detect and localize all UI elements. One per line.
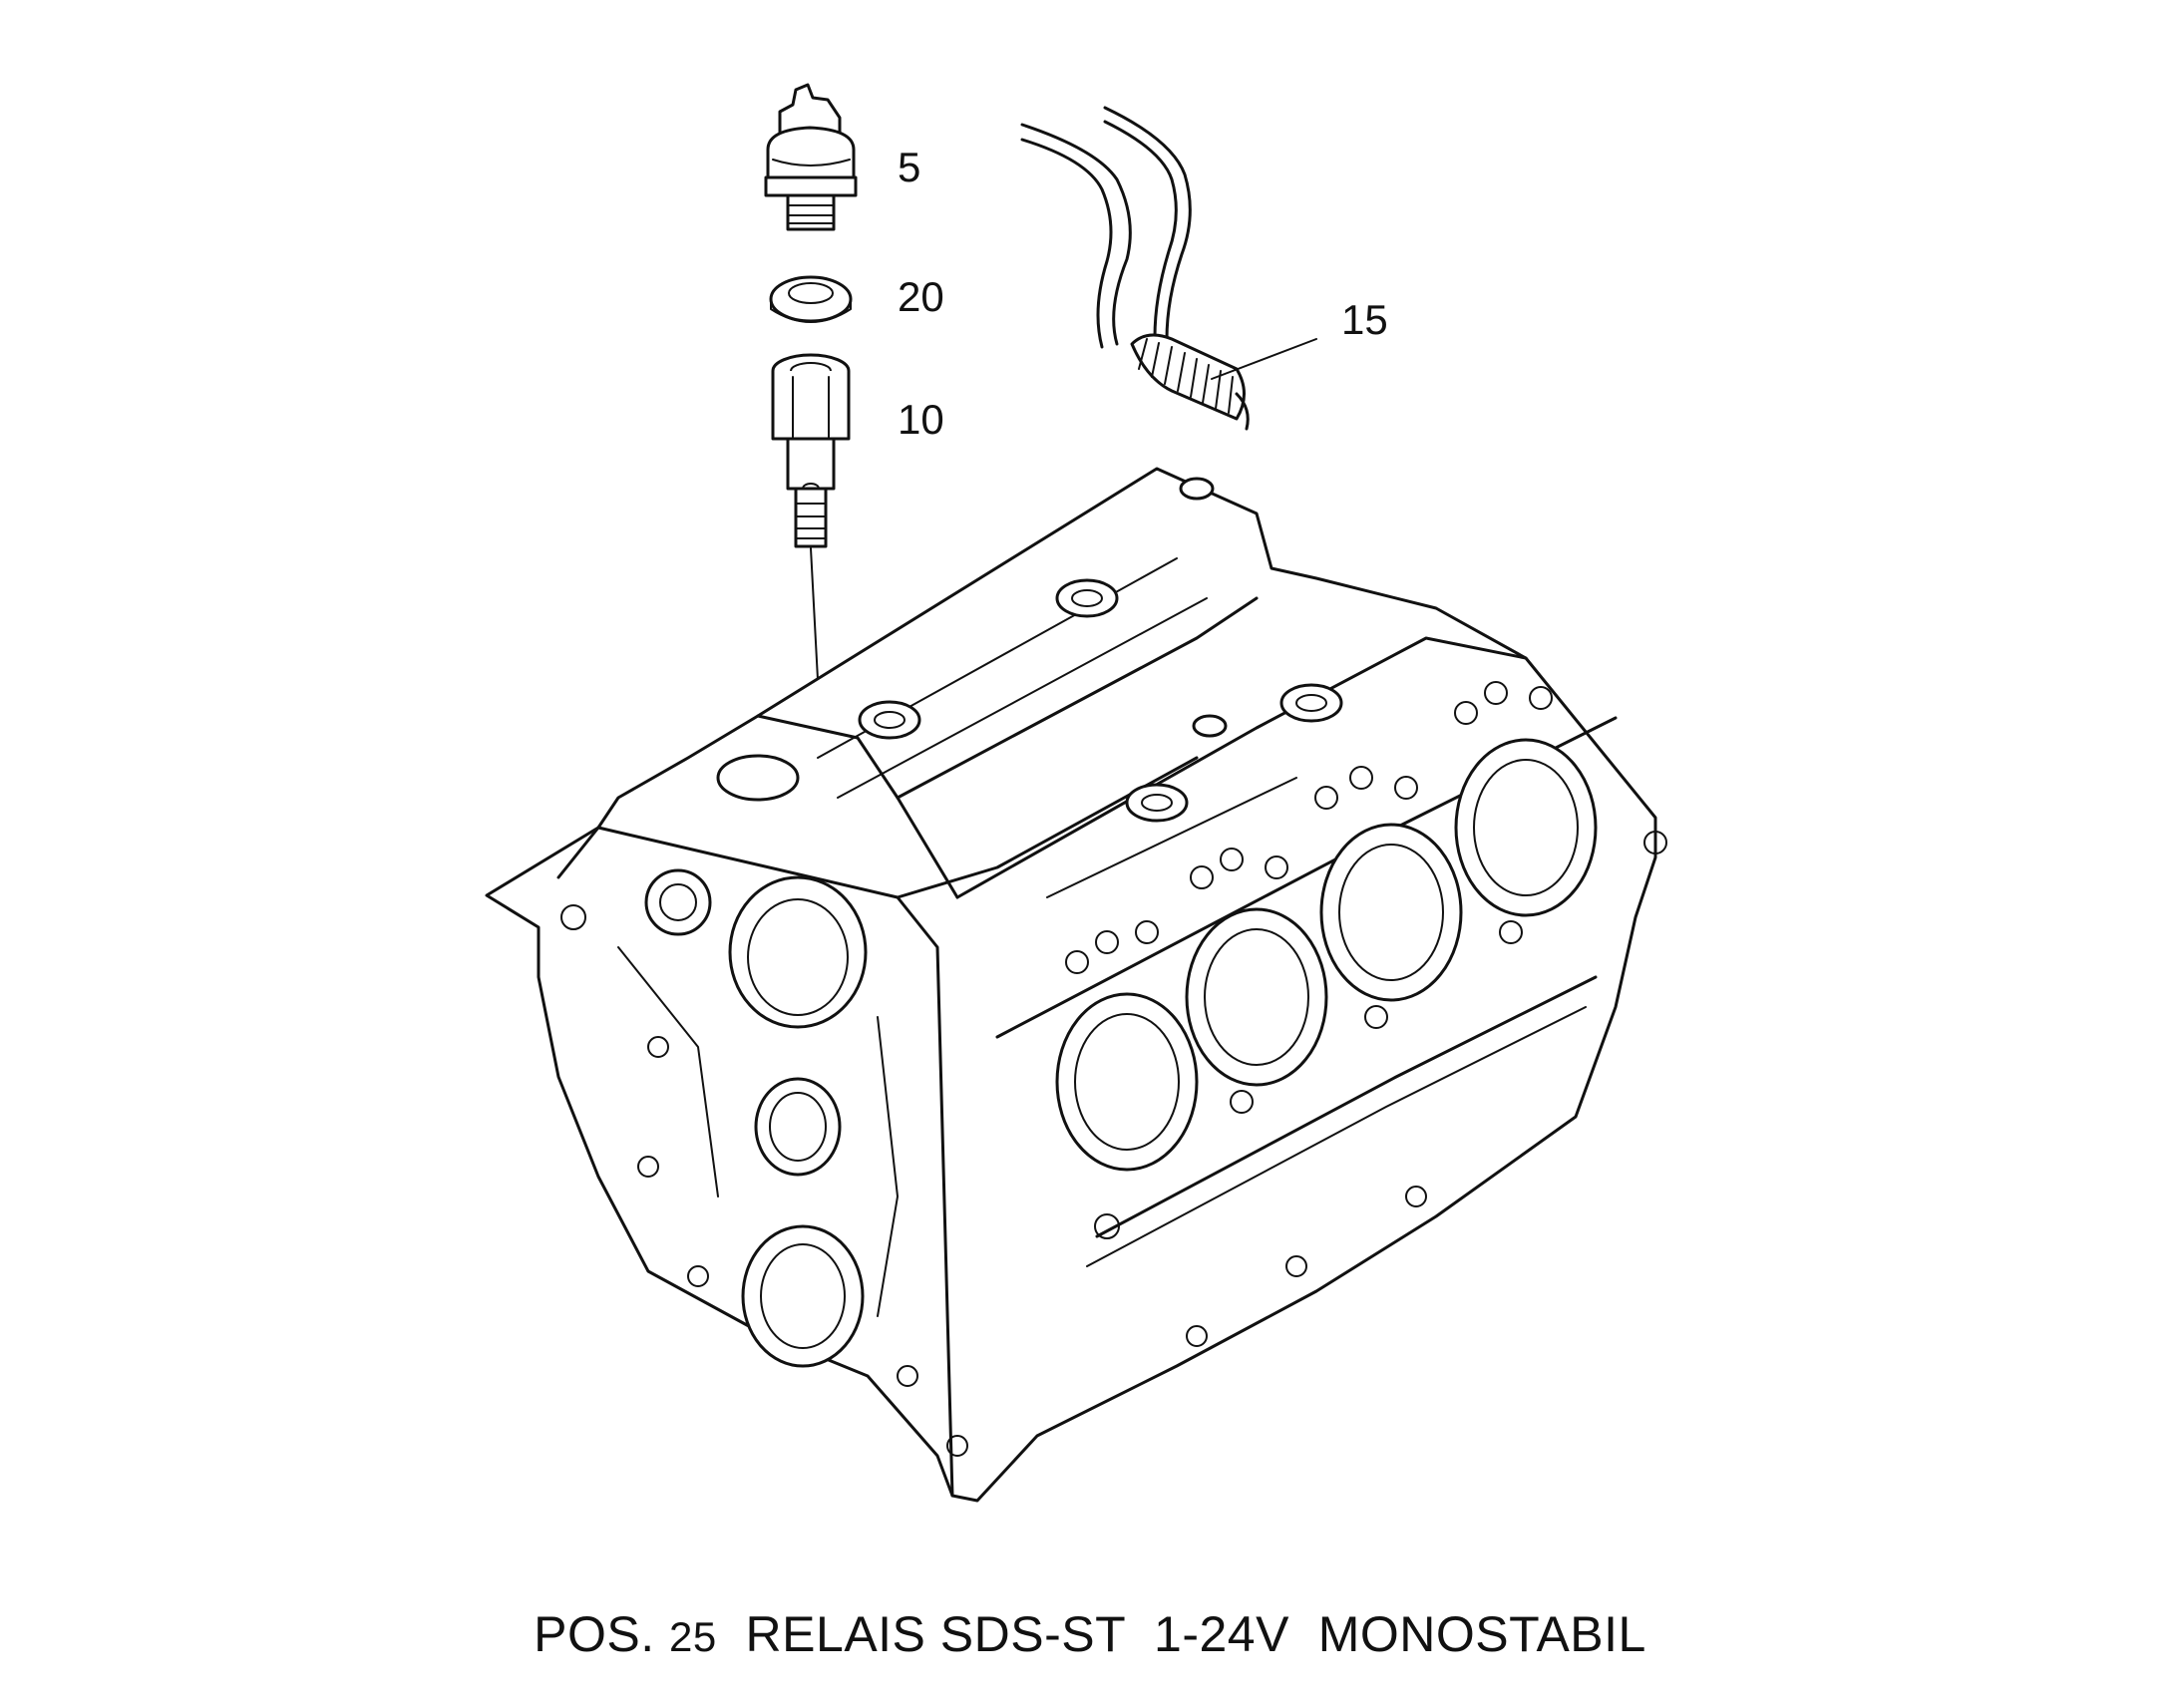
diagram-caption: POS. 25 RELAIS SDS-ST 1-24V MONOSTABIL <box>0 1605 2180 1663</box>
sealing-ring-part <box>769 275 853 323</box>
engine-block <box>485 467 1667 1503</box>
caption-description: RELAIS SDS-ST 1-24V MONOSTABIL <box>745 1606 1646 1662</box>
harness-sleeve <box>1130 333 1246 421</box>
caption-position-number: 25 <box>669 1613 717 1660</box>
callout-part-5: 5 <box>898 144 921 190</box>
callout-part-10: 10 <box>898 396 944 443</box>
wiring-harness-part <box>1020 106 1317 431</box>
pressure-switch-part <box>764 83 858 231</box>
caption-prefix: POS. <box>534 1606 655 1662</box>
callout-part-20: 20 <box>898 273 944 320</box>
callout-part-15: 15 <box>1341 296 1388 343</box>
